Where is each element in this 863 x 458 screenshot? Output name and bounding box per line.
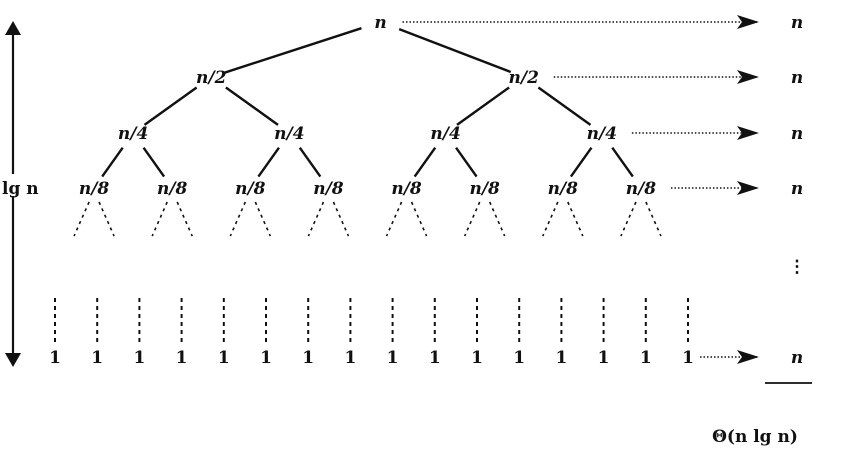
leaf-node-label: 1 xyxy=(555,348,567,368)
tree-node-label: n/8 xyxy=(235,179,266,199)
total-cost-label: Θ(n lg n) xyxy=(712,427,798,447)
tree-edges xyxy=(73,27,662,237)
leaf-node-label: 1 xyxy=(471,348,483,368)
leaf-node-label: 1 xyxy=(218,348,230,368)
tree-node-label: n/8 xyxy=(157,179,188,199)
tree-node-label: n/8 xyxy=(548,179,579,199)
tree-nodes: n n/2 n/2 n/4 n/4 n/4 n/4 n/8 n/8 n/8 n/8 n/8 n/8 n/8… xyxy=(79,13,656,199)
leaf-node-label: 1 xyxy=(344,348,356,368)
leaf-node-label: 1 xyxy=(91,348,103,368)
vertical-ellipsis: ⋮ xyxy=(789,257,806,277)
leaf-node-label: 1 xyxy=(260,348,272,368)
tree-edge xyxy=(455,146,478,178)
tree-edge xyxy=(101,146,124,178)
dashed-subtree-edge xyxy=(254,201,272,237)
level-cost-label: n xyxy=(791,13,803,33)
tree-height-label: lg n xyxy=(2,179,39,199)
dashed-subtree-edge xyxy=(229,201,247,237)
dashed-subtree-edge xyxy=(488,201,506,237)
dashed-subtree-edge xyxy=(176,201,193,237)
tree-node-label: n/8 xyxy=(469,179,500,199)
leaf-node-label: 1 xyxy=(598,348,610,368)
dashed-subtree-edge xyxy=(620,201,637,237)
dashed-subtree-edge xyxy=(567,201,584,237)
dashed-subtree-edge xyxy=(332,201,350,237)
leaf-node-label: 1 xyxy=(176,348,188,368)
dashed-subtree-edge xyxy=(151,201,168,237)
tree-annotations: 1 1 1 1 1 1 1 1 1 1 1 1 1 1 1 1Θ(n lg n) lg n xyxy=(0,21,812,447)
leaf-cost-label: n xyxy=(791,348,803,368)
dashed-subtree-edge xyxy=(307,201,325,237)
dashed-subtree-edge xyxy=(73,201,90,237)
dashed-subtree-edge xyxy=(410,201,428,237)
tree-edge xyxy=(224,27,362,74)
tree-node-label: n/8 xyxy=(391,179,422,199)
tree-edge xyxy=(611,146,634,178)
leaf-node-label: 1 xyxy=(49,348,61,368)
tree-node-label: n/4 xyxy=(430,124,460,144)
tree-edge xyxy=(142,146,166,178)
leaf-node-label: 1 xyxy=(302,348,314,368)
leaf-node-label: 1 xyxy=(387,348,399,368)
tree-edge xyxy=(143,86,198,126)
tree-node-label: n/8 xyxy=(313,179,344,199)
dashed-subtree-edge xyxy=(385,201,403,237)
dashed-subtree-edge xyxy=(542,201,559,237)
leaf-node-label: 1 xyxy=(640,348,652,368)
tree-node-label: n/8 xyxy=(626,179,657,199)
tree-node-label: n/8 xyxy=(79,179,110,199)
tree-edge xyxy=(225,86,279,126)
tree-node-label: n/2 xyxy=(196,68,227,88)
tree-node-label: n/4 xyxy=(118,124,148,144)
tree-node-label: n/4 xyxy=(274,124,304,144)
tree-edge xyxy=(398,28,512,74)
tree-edge xyxy=(257,146,280,178)
leaf-node-label: 1 xyxy=(429,348,441,368)
dashed-subtree-edge xyxy=(98,201,115,237)
level-costs: n n n n ⋮ n xyxy=(402,13,806,368)
leaf-node-label: 1 xyxy=(133,348,145,368)
tree-edge xyxy=(569,146,593,178)
dashed-subtree-edge xyxy=(645,201,662,237)
level-cost-label: n xyxy=(791,124,803,144)
height-label-background xyxy=(0,174,40,196)
tree-node-label: n/2 xyxy=(509,68,540,88)
tree-node-label: n xyxy=(374,13,386,33)
dashed-subtree-edge xyxy=(463,201,481,237)
leaf-node-label: 1 xyxy=(513,348,525,368)
tree-edge xyxy=(456,86,510,126)
level-cost-label: n xyxy=(791,179,803,199)
leaf-node-label: 1 xyxy=(682,348,694,368)
tree-edge xyxy=(298,146,322,178)
tree-edge xyxy=(537,86,592,126)
tree-node-label: n/4 xyxy=(587,124,617,144)
level-cost-label: n xyxy=(791,68,803,88)
tree-edge xyxy=(413,146,437,178)
